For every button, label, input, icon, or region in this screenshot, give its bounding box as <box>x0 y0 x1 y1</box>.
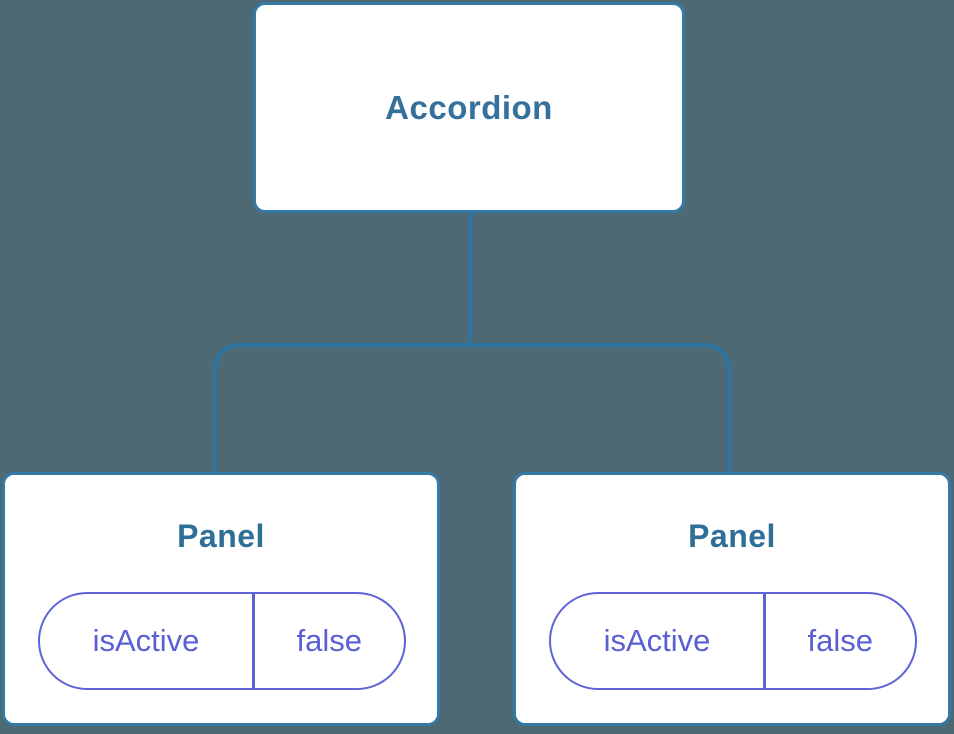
node-accordion: Accordion <box>253 2 685 213</box>
connector-stem <box>468 212 472 347</box>
pill-divider <box>763 594 766 688</box>
connector-bracket <box>213 343 731 472</box>
state-pill: isActive false <box>549 592 917 690</box>
node-panel-right: Panel isActive false <box>513 472 951 726</box>
pill-divider <box>252 594 255 688</box>
state-key: isActive <box>603 623 711 658</box>
state-pill: isActive false <box>38 592 406 690</box>
panel-node-label: Panel <box>688 518 776 554</box>
state-value: false <box>296 623 362 658</box>
node-panel-left: Panel isActive false <box>2 472 440 726</box>
state-key: isActive <box>92 623 200 658</box>
panel-node-label: Panel <box>177 518 265 554</box>
state-value: false <box>807 623 873 658</box>
accordion-node-label: Accordion <box>385 88 553 126</box>
